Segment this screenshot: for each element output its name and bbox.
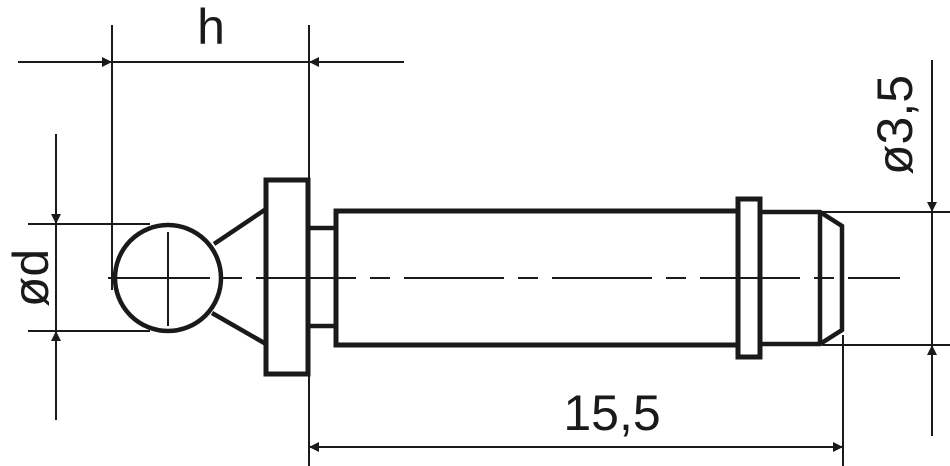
dimension-shank-diameter-label: ø3,5 — [867, 75, 923, 175]
flange — [263, 177, 311, 377]
dimension-ball-diameter-label: ød — [3, 249, 59, 307]
ball-crosshair — [108, 232, 210, 326]
dimension-ball-diameter — [28, 134, 150, 420]
stylus-cone — [210, 207, 268, 346]
shank-tip — [760, 209, 845, 347]
collar — [735, 196, 763, 360]
dimension-h-label: h — [197, 0, 225, 55]
dimension-shank-diameter — [822, 60, 950, 436]
neck — [308, 225, 336, 329]
dimension-length-label: 15,5 — [563, 385, 660, 441]
dimension-h — [18, 25, 404, 290]
dimension-length — [308, 335, 844, 466]
